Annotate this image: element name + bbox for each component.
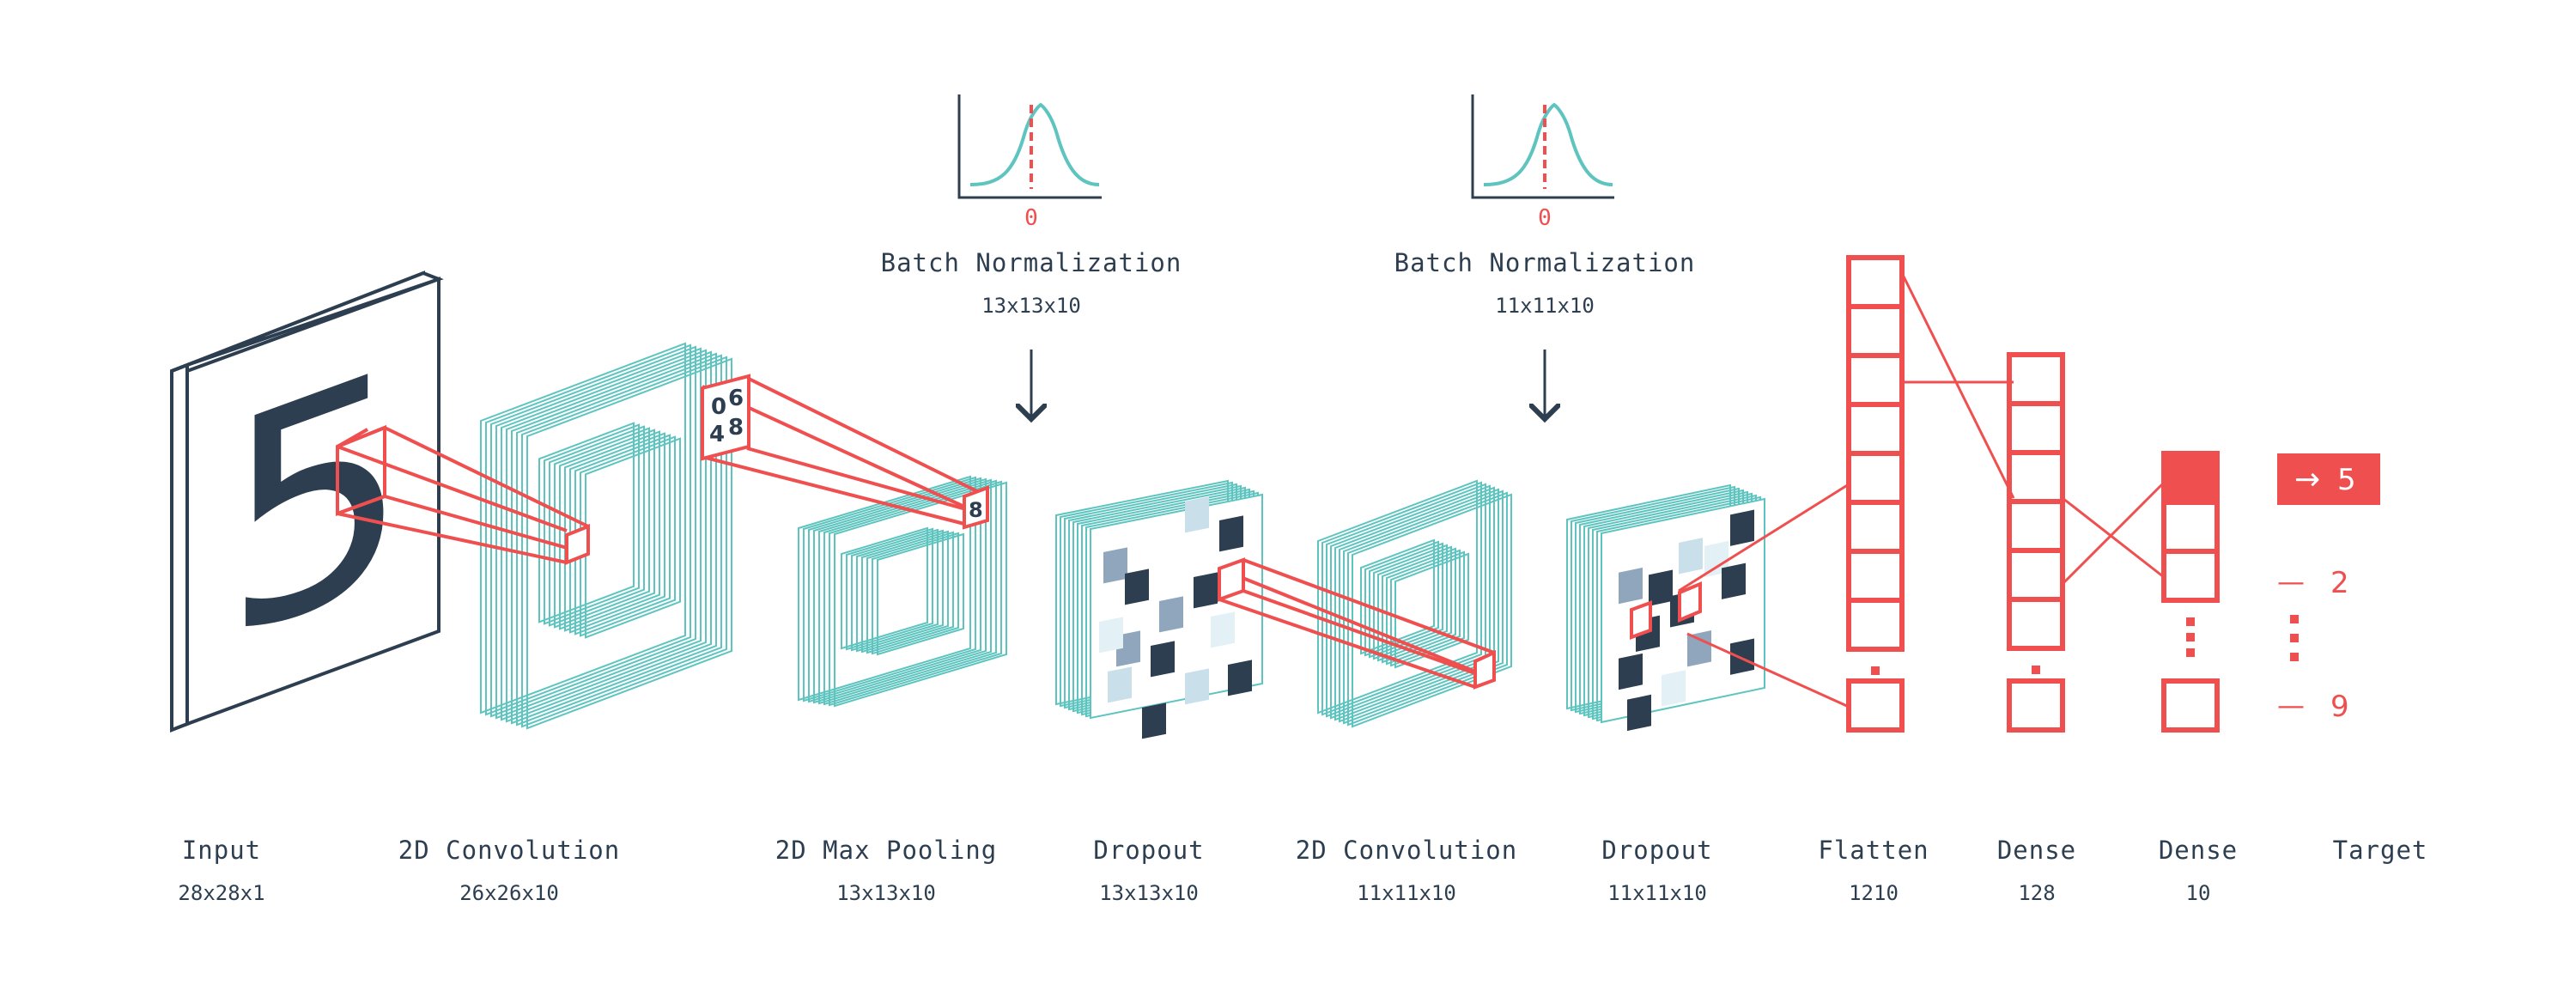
- target-output: → 5 — 2 — 9: [2277, 453, 2380, 724]
- layer-dims: 26x26x10: [459, 881, 559, 905]
- layer-dims: 11x11x10: [1357, 881, 1456, 905]
- layer-labels: Input 28x28x1 2D Convolution 26x26x10 2D Max…: [178, 836, 2427, 905]
- target-value-2: 2: [2330, 566, 2349, 600]
- layer-dims: 11x11x10: [1607, 881, 1707, 905]
- layer-dims: 13x13x10: [836, 881, 936, 905]
- batch-norm-1-zero: 0: [1024, 205, 1038, 231]
- pool-window: 0 6 4 8 8: [701, 374, 989, 530]
- layer-dims: 10: [2186, 881, 2211, 905]
- layer-name: Input: [182, 836, 261, 865]
- layer-name: Dropout: [1093, 836, 1204, 865]
- pool-window-value-tr: 6: [728, 386, 744, 411]
- conv1-feature-maps: [480, 342, 732, 730]
- target-dash-2: —: [2277, 565, 2305, 598]
- flatten-column: [1846, 255, 1905, 733]
- layer-name: Dropout: [1601, 836, 1712, 865]
- batch-norm-2-zero: 0: [1538, 205, 1552, 231]
- target-ellipsis: [2290, 615, 2299, 661]
- dense-10-column: [2161, 451, 2220, 733]
- pool-feature-maps: [798, 475, 1007, 708]
- target-highlight: [2277, 453, 2380, 505]
- layer-dims: 1210: [1849, 881, 1899, 905]
- dropout2-feature-maps: [1566, 483, 1765, 732]
- layer-name: Dense: [1997, 836, 2076, 865]
- batch-norm-2: 0 Batch Normalization 11x11x10: [1394, 94, 1696, 419]
- target-value-5: 5: [2337, 463, 2356, 497]
- dense-connections: [1900, 272, 2166, 586]
- pool-window-value-br: 8: [728, 415, 744, 441]
- layer-name: 2D Max Pooling: [775, 836, 997, 865]
- dropout1-to-conv2-connection: [1218, 557, 1496, 690]
- dropout2-to-flatten-connection: [1630, 483, 1850, 708]
- pool-window-value-bl: 4: [709, 422, 725, 447]
- batch-norm-1: 0 Batch Normalization 13x13x10: [881, 94, 1182, 419]
- pool-window-value-tl: 0: [711, 394, 726, 420]
- layer-dims: 28x28x1: [178, 881, 264, 905]
- batch-norm-1-dims: 13x13x10: [981, 294, 1081, 318]
- input-layer: 5: [170, 271, 444, 733]
- layer-name: Dense: [2159, 836, 2238, 865]
- conv2-feature-maps: [1317, 479, 1512, 728]
- layer-name: Flatten: [1818, 836, 1929, 865]
- dropout1-feature-maps: [1055, 479, 1263, 739]
- target-arrow-icon: →: [2294, 462, 2320, 497]
- layer-dims: 13x13x10: [1099, 881, 1199, 905]
- target-dash-9: —: [2277, 689, 2305, 721]
- batch-norm-2-name: Batch Normalization: [1394, 248, 1696, 277]
- target-value-9: 9: [2330, 690, 2349, 724]
- layer-name: Target: [2333, 836, 2428, 865]
- pool-output-value: 8: [969, 498, 983, 522]
- layer-dims: 128: [2018, 881, 2055, 905]
- batch-norm-2-dims: 11x11x10: [1495, 294, 1595, 318]
- input-digit: 5: [223, 301, 409, 708]
- layer-name: 2D Convolution: [398, 836, 620, 865]
- layer-name: 2D Convolution: [1296, 836, 1517, 865]
- dense-128-column: [2007, 352, 2065, 733]
- batch-norm-1-name: Batch Normalization: [881, 248, 1182, 277]
- input-to-conv1-connection: [337, 426, 590, 565]
